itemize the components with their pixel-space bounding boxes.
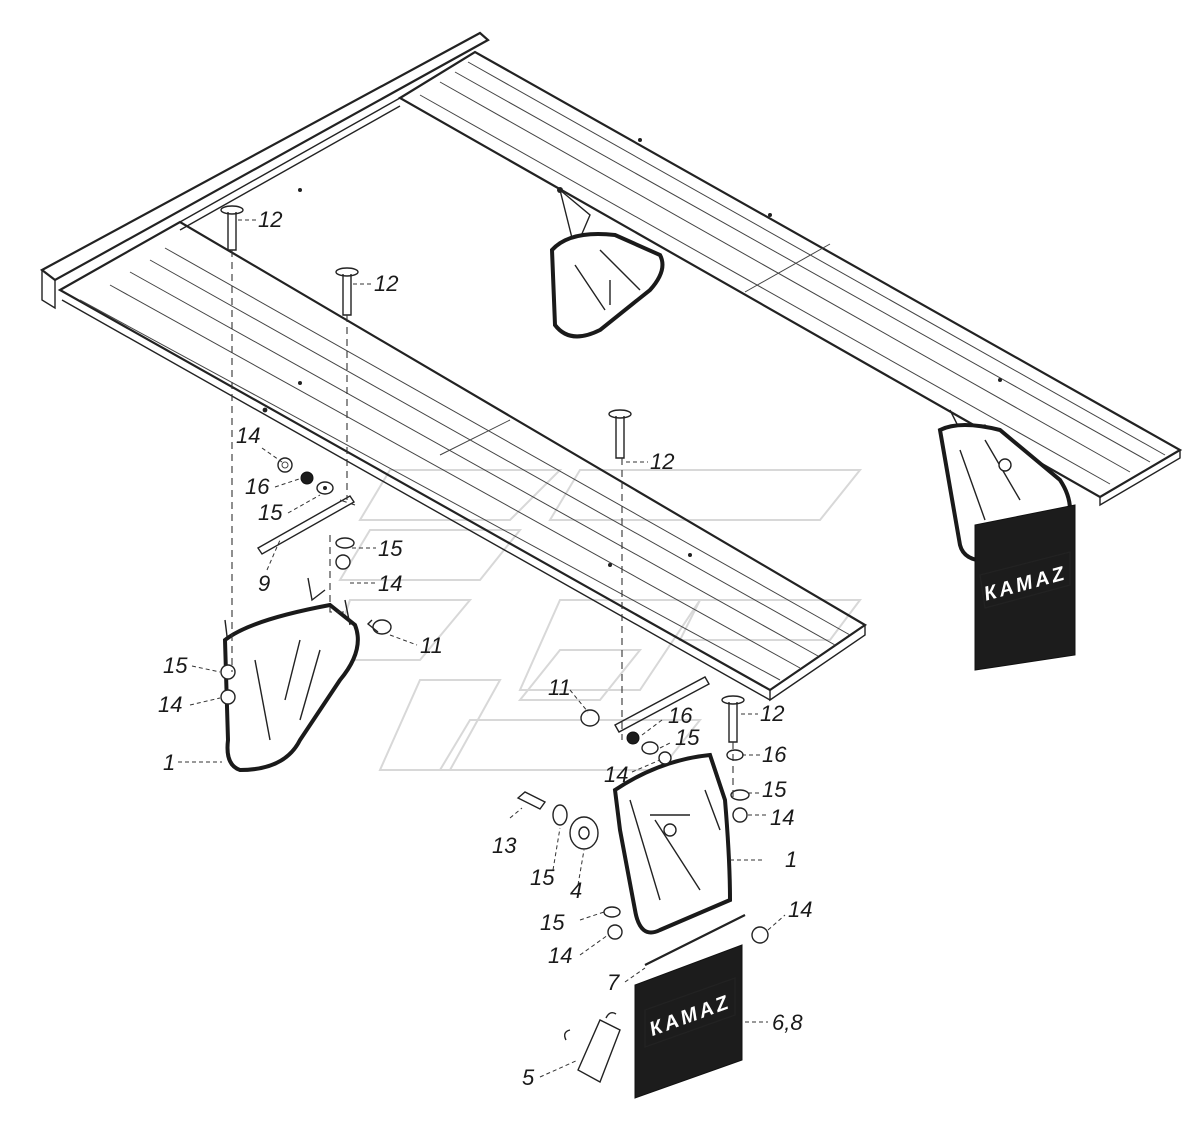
callout-1: 1	[163, 750, 175, 775]
callout-1: 1	[785, 847, 797, 872]
mudflap-assembly-right: КАМАZ	[937, 409, 1076, 671]
callout-12: 12	[374, 271, 398, 296]
platform-frame	[39, 31, 1183, 702]
callout-14: 14	[604, 762, 628, 787]
callout-4: 4	[570, 878, 582, 903]
rod-right	[614, 676, 710, 733]
mudflap-front: КАМАZ	[634, 914, 746, 1099]
callout-11: 11	[420, 633, 443, 658]
callout-7: 7	[607, 970, 620, 995]
callout-14: 14	[548, 943, 572, 968]
callout-13: 13	[492, 833, 517, 858]
callout-12: 12	[760, 701, 784, 726]
callout-6-8: 6,8	[772, 1010, 803, 1035]
callout-14: 14	[158, 692, 182, 717]
leader-lines	[178, 219, 786, 1078]
rod-part-9	[256, 495, 356, 555]
callout-labels: 12 12 12 12 14 16 15 9 15 14 11 15 14 1 …	[158, 207, 812, 1090]
callout-9: 9	[258, 571, 270, 596]
callout-15: 15	[258, 500, 283, 525]
alignment-lines	[231, 250, 734, 800]
fender-front-right	[612, 752, 733, 935]
callout-16: 16	[245, 474, 270, 499]
callout-14: 14	[378, 571, 402, 596]
callout-15: 15	[378, 536, 403, 561]
callout-15: 15	[530, 865, 555, 890]
callout-5: 5	[522, 1065, 535, 1090]
callout-16: 16	[668, 703, 693, 728]
callout-15: 15	[540, 910, 565, 935]
callout-14: 14	[236, 423, 260, 448]
bolt-12-c	[608, 409, 632, 459]
callout-15: 15	[163, 653, 188, 678]
callout-16: 16	[762, 742, 787, 767]
callout-12: 12	[258, 207, 282, 232]
bolt-12-b	[335, 267, 359, 316]
bolt-12-d	[721, 695, 745, 743]
callout-14: 14	[770, 805, 794, 830]
clip-part-5	[563, 1011, 621, 1083]
callout-15: 15	[762, 777, 787, 802]
fasteners	[220, 457, 769, 944]
bolt-12-a	[220, 205, 244, 251]
fender-rear-upper	[549, 188, 665, 339]
callout-14: 14	[788, 897, 812, 922]
callout-12: 12	[650, 449, 674, 474]
callout-11: 11	[548, 675, 571, 700]
fender-front-left	[222, 577, 360, 773]
callout-15: 15	[675, 725, 700, 750]
